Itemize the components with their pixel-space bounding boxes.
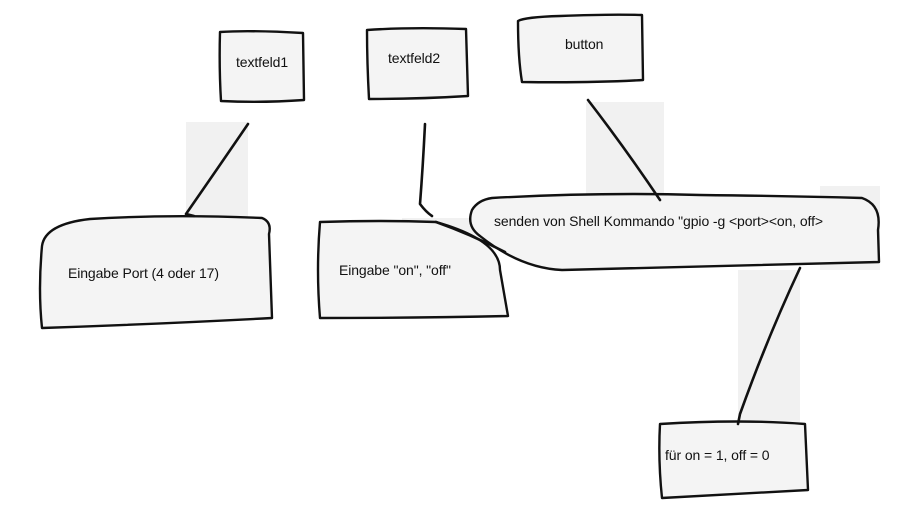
shadow-block: [738, 270, 800, 422]
connector-textfeld1-port: [184, 122, 250, 218]
connector-textfeld2-state: [418, 122, 434, 218]
textfeld2-box: [365, 27, 470, 101]
button-label: button: [565, 36, 604, 52]
shell-command-label: senden von Shell Kommando "gpio -g <port…: [494, 213, 823, 229]
mapping-label: für on = 1, off = 0: [665, 447, 770, 463]
textfeld1-box: [218, 30, 306, 103]
state-input-box: [316, 219, 510, 320]
connector-shell-mapping: [736, 266, 802, 426]
button-box: [516, 13, 645, 84]
mapping-box: [658, 420, 810, 500]
textfeld1-label: textfeld1: [236, 54, 289, 70]
connector-button-shell: [586, 98, 662, 202]
state-input-label: Eingabe "on", "off": [339, 262, 451, 278]
connectors: [184, 98, 802, 426]
boxes: [38, 13, 881, 500]
port-input-label: Eingabe Port (4 oder 17): [68, 265, 219, 281]
port-input-box: [38, 215, 274, 330]
shell-command-box: [469, 192, 881, 272]
connector-state-shell: [434, 220, 507, 254]
textfeld2-label: textfeld2: [388, 50, 441, 66]
